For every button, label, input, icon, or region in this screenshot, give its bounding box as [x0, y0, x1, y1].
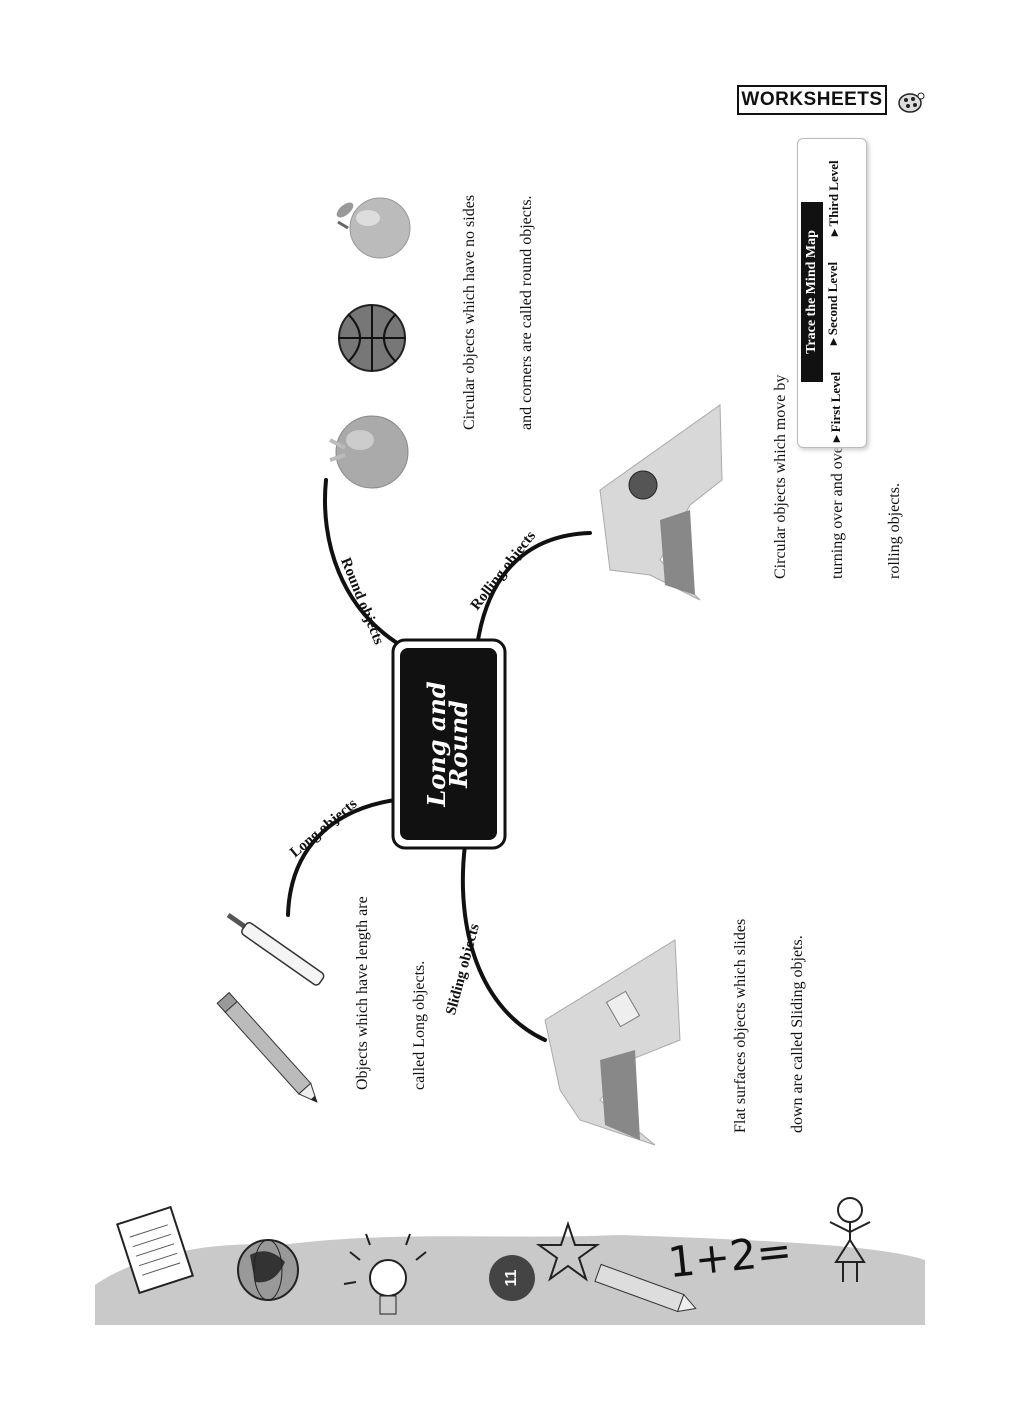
page-number-circle: [489, 1255, 535, 1301]
legend-level-third: ▸ Third Level: [826, 160, 841, 236]
center-node: [391, 638, 507, 850]
globe-icon: [237, 1239, 299, 1301]
description-long: Objects which have length are called Lon…: [354, 896, 428, 1090]
center-title: Long and Round: [422, 681, 473, 807]
branch-line-sliding: [460, 843, 547, 1042]
description-rolling: Circular objects which move by turning o…: [772, 374, 903, 579]
apple-icon: [336, 197, 411, 259]
cricket-bat-icon: [226, 912, 325, 986]
worksheets-header: WORKSHEETS: [737, 85, 887, 115]
stick-figure-icon: [829, 1197, 871, 1282]
book-on-slide-icon: [544, 939, 681, 1146]
footer-pencil-icon: [594, 1263, 697, 1313]
description-round: Circular objects which have no sides and…: [461, 194, 535, 430]
page-number: 11: [503, 1269, 520, 1287]
ball-on-slide-icon: [599, 404, 723, 601]
branch-line-rolling: [476, 531, 592, 642]
description-sliding: Flat surfaces objects which slides down …: [732, 918, 806, 1133]
pencil-icon: [216, 991, 318, 1103]
basketball-icon: [338, 304, 406, 372]
ladybug-icon: [898, 92, 925, 113]
legend-level-first: ▸ First Level: [828, 371, 843, 442]
notepad-icon: [115, 1205, 195, 1295]
tomato-icon: [329, 415, 409, 489]
branch-line-long: [286, 798, 397, 917]
lightbulb-icon: [343, 1233, 427, 1315]
legend-level-second: ▸ Second Level: [825, 261, 840, 345]
branch-line-round: [323, 478, 407, 650]
legend-title: Trace the Mind Map: [801, 202, 823, 382]
star-icon: [535, 1220, 601, 1282]
